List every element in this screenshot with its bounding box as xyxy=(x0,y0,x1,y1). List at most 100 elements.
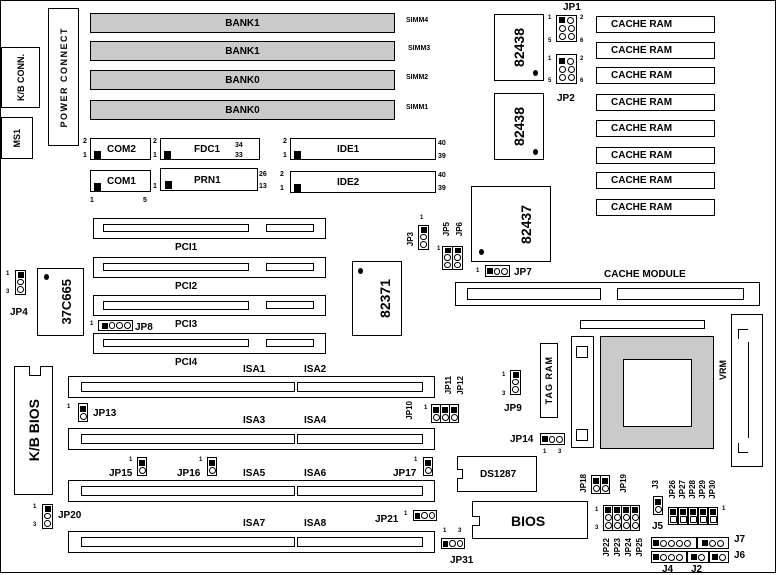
ide2-label: IDE2 xyxy=(337,177,360,188)
jp3-label: JP3 xyxy=(406,232,415,247)
j5-label: J5 xyxy=(652,521,664,532)
chip-label: 37C665 xyxy=(59,279,74,325)
ide1-header: IDE1 xyxy=(290,138,436,160)
j6-label: J6 xyxy=(734,550,746,561)
ms1-connector: MS1 xyxy=(1,117,33,159)
pin-number: 1 xyxy=(67,404,71,410)
jp29-jumper[interactable] xyxy=(698,507,708,525)
jp21-jumper[interactable] xyxy=(413,510,437,521)
simm-label: SIMM2 xyxy=(406,74,429,81)
jp26-jumper[interactable] xyxy=(668,507,678,525)
power-connector-label: POWER CONNECT xyxy=(58,26,69,128)
pin-number: 1 xyxy=(283,152,287,159)
pci-slot xyxy=(93,295,326,316)
pin-number: 1 xyxy=(548,15,552,21)
jp5-label: JP5 xyxy=(442,222,451,237)
jp1-label: JP1 xyxy=(563,2,581,13)
pin-number: 3 xyxy=(502,391,506,397)
pin1-marker xyxy=(94,183,101,191)
prn1-label: PRN1 xyxy=(194,175,221,186)
jp16-label: JP16 xyxy=(177,468,201,479)
jp29-label: JP29 xyxy=(698,480,707,499)
pin-number: 5 xyxy=(143,197,147,204)
pin-number: 1 xyxy=(476,268,480,274)
jp20-label: JP20 xyxy=(58,510,82,521)
jp15-jumper[interactable] xyxy=(137,457,147,476)
pin-number: 2 xyxy=(283,138,287,145)
fdc1-header: FDC1 34 33 xyxy=(160,138,260,160)
jp1-jumper[interactable] xyxy=(556,15,577,42)
jp31-jumper[interactable] xyxy=(441,538,465,549)
pin1-marker xyxy=(294,184,301,192)
jp27-jumper[interactable] xyxy=(678,507,688,525)
jp8-jumper[interactable] xyxy=(98,320,133,331)
jp6-jumper[interactable] xyxy=(452,246,463,270)
simm-label: SIMM3 xyxy=(408,45,431,52)
j7-header[interactable] xyxy=(697,537,729,549)
jp31-label: JP31 xyxy=(450,555,474,566)
jp12-jumper[interactable] xyxy=(449,404,459,423)
pin-number: 3 xyxy=(558,449,562,455)
jp17-label: JP17 xyxy=(393,468,417,479)
j3-label: J3 xyxy=(651,480,660,489)
jp9-jumper[interactable] xyxy=(510,370,521,395)
jp25-jumper[interactable] xyxy=(630,505,640,531)
pin-number: 1 xyxy=(6,271,10,277)
simm-slot: BANK0 xyxy=(90,100,395,120)
j4-header[interactable] xyxy=(651,551,687,563)
jp14-jumper[interactable] xyxy=(540,433,565,445)
pin-number: 1 xyxy=(420,215,424,221)
pin-number: 1 xyxy=(443,528,447,534)
j4-top-header[interactable] xyxy=(651,537,697,549)
chip-82437: 82437 xyxy=(471,186,551,262)
ms1-label: MS1 xyxy=(12,128,22,148)
jp2-label: JP2 xyxy=(557,93,575,104)
pin-number: 2 xyxy=(580,15,584,21)
pin-number: 6 xyxy=(580,78,584,84)
pin-number: 39 xyxy=(438,153,446,160)
jp4-jumper[interactable] xyxy=(15,270,26,295)
jp28-jumper[interactable] xyxy=(688,507,698,525)
jp17-jumper[interactable] xyxy=(423,457,433,476)
j3-jumper[interactable] xyxy=(653,496,663,515)
jp20-jumper[interactable] xyxy=(42,504,53,529)
jp30-jumper[interactable] xyxy=(708,507,718,525)
pin-number: 2 xyxy=(83,138,87,145)
isa-slot-pair xyxy=(68,531,435,553)
jp19-jumper[interactable] xyxy=(600,475,610,494)
jp14-label: JP14 xyxy=(510,434,534,445)
pin-number: 1 xyxy=(424,405,428,411)
tag-ram-label: TAG RAM xyxy=(544,356,554,405)
pci-slot-label: PCI3 xyxy=(175,319,198,330)
pin-number: 3 xyxy=(6,289,10,295)
com1-label: COM1 xyxy=(107,176,136,187)
cpu-socket xyxy=(600,336,714,449)
jp3-jumper[interactable] xyxy=(418,225,429,250)
jp16-jumper[interactable] xyxy=(207,457,217,476)
jp2-jumper[interactable] xyxy=(556,54,577,84)
cache-ram-label: CACHE RAM xyxy=(611,150,673,161)
com2-header: COM2 xyxy=(90,138,151,160)
pin-number: 1 xyxy=(153,152,157,159)
bar-connector xyxy=(580,320,705,329)
cpu-side-connector xyxy=(571,336,594,448)
simm-slot: BANK1 xyxy=(90,41,395,61)
jp27-label: JP27 xyxy=(678,480,687,499)
j2-header[interactable] xyxy=(687,551,709,563)
tag-ram: TAG RAM xyxy=(540,343,558,418)
chip-bios: BIOS xyxy=(472,501,588,539)
isa-slot-label: ISA3 xyxy=(243,415,266,426)
jp28-label: JP28 xyxy=(688,480,697,499)
jp7-jumper[interactable] xyxy=(485,265,510,277)
kb-bios-chip: K/B BIOS xyxy=(14,366,53,495)
jp13-jumper[interactable] xyxy=(78,403,88,422)
cache-ram-chip: CACHE RAM xyxy=(596,94,715,111)
j6-header[interactable] xyxy=(709,551,729,563)
pci-slot-label: PCI2 xyxy=(175,281,198,292)
jp10-label: JP10 xyxy=(405,401,414,420)
cache-ram-chip: CACHE RAM xyxy=(596,147,715,164)
chip-label: 82438 xyxy=(511,107,527,146)
pin-number: 1 xyxy=(414,457,418,463)
kb-connector: K/B CONN. xyxy=(1,47,40,108)
pin-number: 3 xyxy=(33,522,37,528)
